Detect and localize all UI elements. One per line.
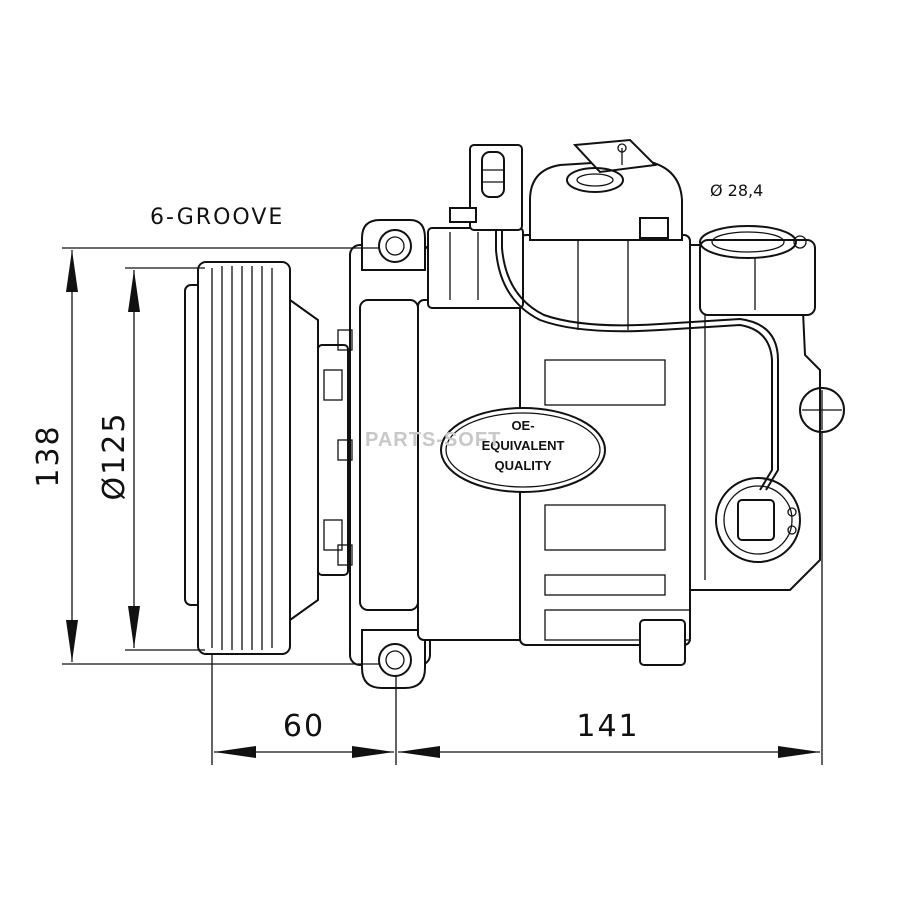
dim-body-length-label: 141 bbox=[576, 709, 639, 744]
watermark-text: PARTS-SOFT bbox=[365, 429, 501, 451]
badge-line-1: OE- bbox=[511, 418, 534, 433]
groove-note: 6-GROOVE bbox=[150, 205, 284, 230]
pulley bbox=[184, 261, 349, 655]
dim-height-138: 138 bbox=[31, 250, 78, 662]
mount-ear-bottom bbox=[361, 629, 426, 689]
extension-lines bbox=[62, 247, 823, 765]
body-top-boss bbox=[427, 227, 524, 309]
port-diameter-note: Ø 28,4 bbox=[710, 181, 763, 200]
body-foot bbox=[639, 619, 686, 666]
pulley-hub bbox=[289, 298, 319, 622]
oe-quality-badge: OE- EQUIVALENT QUALITY bbox=[440, 407, 606, 493]
badge-line-2: EQUIVALENT bbox=[482, 438, 565, 453]
badge-line-3: QUALITY bbox=[494, 458, 551, 473]
discharge-port bbox=[699, 225, 816, 316]
control-valve bbox=[715, 477, 801, 563]
front-housing-face bbox=[359, 299, 419, 611]
mount-ear-top bbox=[361, 219, 426, 271]
suction-port bbox=[529, 138, 683, 241]
dim-pulley-width: 60 bbox=[214, 709, 394, 758]
dim-pulley-width-label: 60 bbox=[283, 709, 325, 744]
port-bolt bbox=[639, 217, 669, 239]
electrical-connector bbox=[449, 144, 779, 491]
dim-pulley-diameter-label: Ø125 bbox=[97, 412, 132, 501]
dim-height-label: 138 bbox=[31, 424, 66, 487]
sensor-wire bbox=[495, 230, 773, 491]
front-housing bbox=[337, 219, 431, 689]
dim-body-length: 141 bbox=[398, 709, 820, 758]
pulley-grooves bbox=[211, 266, 273, 650]
dim-pulley-diameter: Ø125 bbox=[97, 270, 140, 648]
